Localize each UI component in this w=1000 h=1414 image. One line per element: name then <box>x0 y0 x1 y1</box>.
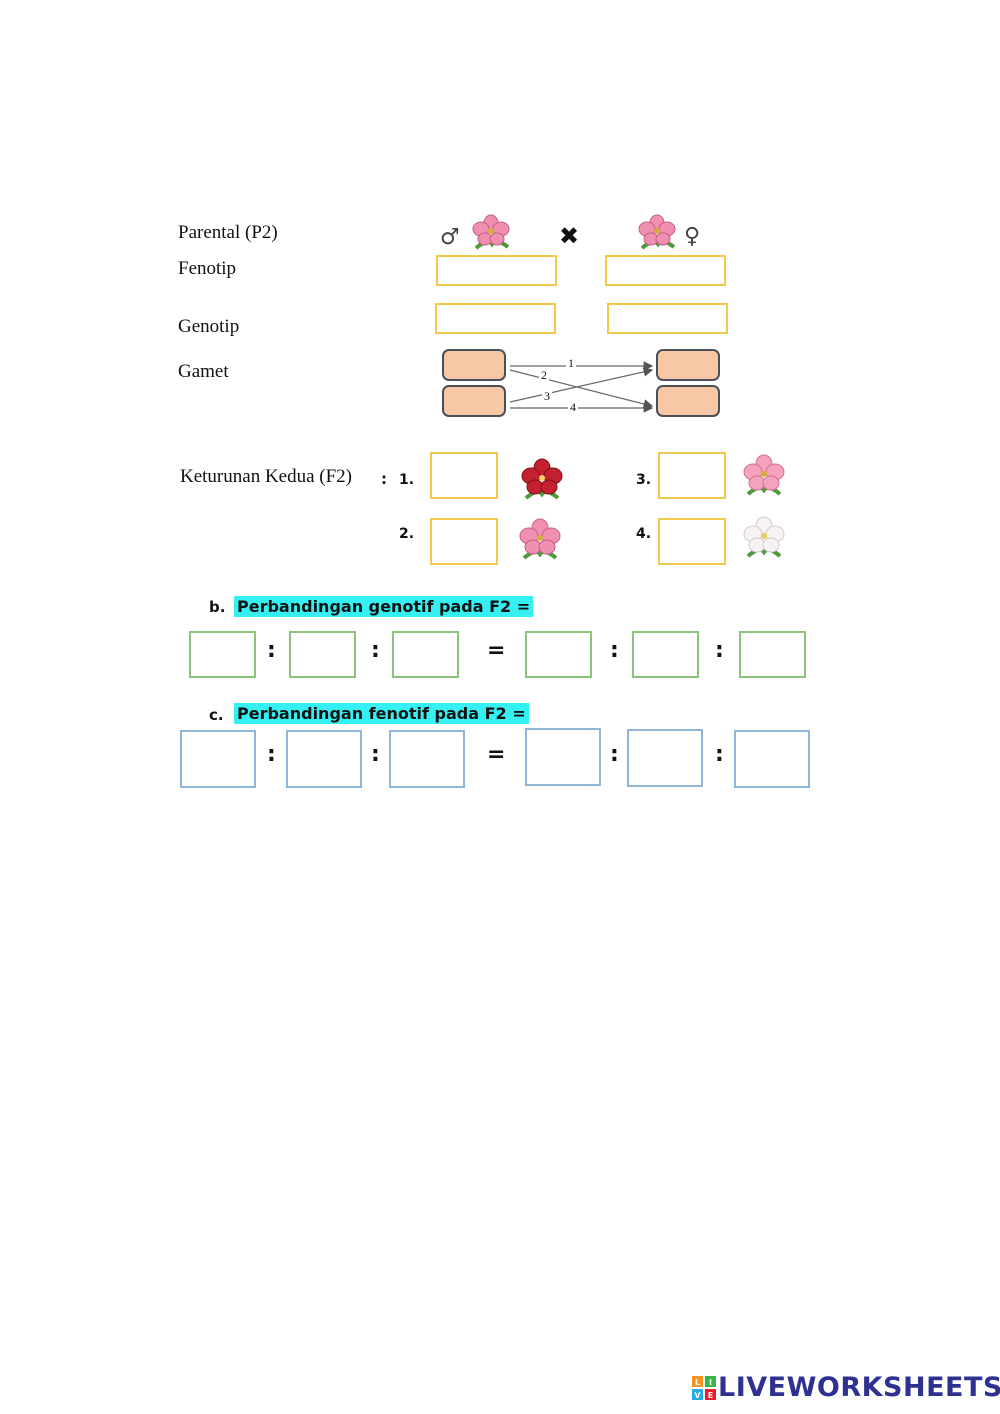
f2-genotype-1-input[interactable] <box>430 452 498 499</box>
phenotype-ratio-input-5[interactable] <box>627 729 703 787</box>
phenotype-colon-2: : <box>371 742 380 767</box>
white-flower-icon <box>743 516 785 558</box>
male-symbol: ♂ <box>440 225 460 250</box>
genotype-colon-1: : <box>267 638 276 663</box>
f2-number-2: 2. <box>399 526 415 542</box>
arrow-label-1: 1 <box>566 356 576 371</box>
genotype-ratio-input-3[interactable] <box>392 631 459 678</box>
pink-flower-icon-f2-3 <box>743 454 785 496</box>
section-c-title: Perbandingan fenotif pada F2 = <box>234 703 529 724</box>
logo-letter-v: V <box>694 1391 701 1400</box>
genotype-ratio-input-2[interactable] <box>289 631 356 678</box>
arrow-label-2: 2 <box>539 368 549 383</box>
arrow-label-3: 3 <box>542 389 552 404</box>
phenotype-colon-3: : <box>610 742 619 767</box>
f2-colon: : <box>381 470 387 488</box>
genotype-equals: = <box>487 638 506 663</box>
label-gamet: Gamet <box>178 361 229 382</box>
gamete-right-1-input[interactable] <box>656 349 720 381</box>
phenotype-colon-4: : <box>715 742 724 767</box>
red-flower-icon <box>521 458 563 500</box>
genotype-ratio-input-5[interactable] <box>632 631 699 678</box>
cross-icon: ✖ <box>559 222 580 250</box>
label-genotip: Genotip <box>178 316 240 337</box>
genotype-colon-4: : <box>715 638 724 663</box>
gamete-right-2-input[interactable] <box>656 385 720 417</box>
phenotype-equals: = <box>487 742 506 767</box>
label-parental: Parental (P2) <box>178 222 278 243</box>
logo-letter-l: L <box>695 1378 700 1387</box>
pink-flower-icon-f2-2 <box>519 518 561 560</box>
genotype-ratio-input-1[interactable] <box>189 631 256 678</box>
gamete-left-2-input[interactable] <box>442 385 506 417</box>
phenotype-colon-1: : <box>267 742 276 767</box>
genotip-female-input[interactable] <box>607 303 728 334</box>
female-symbol: ♀ <box>684 224 701 249</box>
gamete-arrows <box>509 361 654 413</box>
label-f2: Keturunan Kedua (F2) <box>180 466 353 487</box>
f2-number-4: 4. <box>636 526 652 542</box>
phenotype-ratio-input-1[interactable] <box>180 730 256 788</box>
phenotype-ratio-input-3[interactable] <box>389 730 465 788</box>
f2-number-3: 3. <box>636 472 652 488</box>
genotip-male-input[interactable] <box>435 303 556 334</box>
genotype-colon-2: : <box>371 638 380 663</box>
section-c-letter: c. <box>209 706 224 724</box>
liveworksheets-logo-icon: L I V E <box>692 1376 716 1400</box>
genotype-colon-3: : <box>610 638 619 663</box>
brand-name[interactable]: LIVEWORKSHEETS <box>718 1372 1000 1403</box>
f2-genotype-2-input[interactable] <box>430 518 498 565</box>
fenotip-male-input[interactable] <box>436 255 557 286</box>
logo-letter-i: I <box>709 1378 712 1387</box>
pink-flower-icon-female <box>638 214 676 250</box>
genotype-ratio-input-4[interactable] <box>525 631 592 678</box>
f2-genotype-4-input[interactable] <box>658 518 726 565</box>
phenotype-ratio-input-4[interactable] <box>525 728 601 786</box>
logo-letter-e: E <box>708 1391 713 1400</box>
label-fenotip: Fenotip <box>178 258 237 279</box>
genotype-ratio-input-6[interactable] <box>739 631 806 678</box>
phenotype-ratio-input-2[interactable] <box>286 730 362 788</box>
section-b-title: Perbandingan genotif pada F2 = <box>234 596 534 617</box>
pink-flower-icon-male <box>472 214 510 250</box>
gamete-left-1-input[interactable] <box>442 349 506 381</box>
section-b-letter: b. <box>209 598 226 616</box>
arrow-label-4: 4 <box>568 400 578 415</box>
fenotip-female-input[interactable] <box>605 255 726 286</box>
f2-genotype-3-input[interactable] <box>658 452 726 499</box>
f2-number-1: 1. <box>399 472 415 488</box>
phenotype-ratio-input-6[interactable] <box>734 730 810 788</box>
